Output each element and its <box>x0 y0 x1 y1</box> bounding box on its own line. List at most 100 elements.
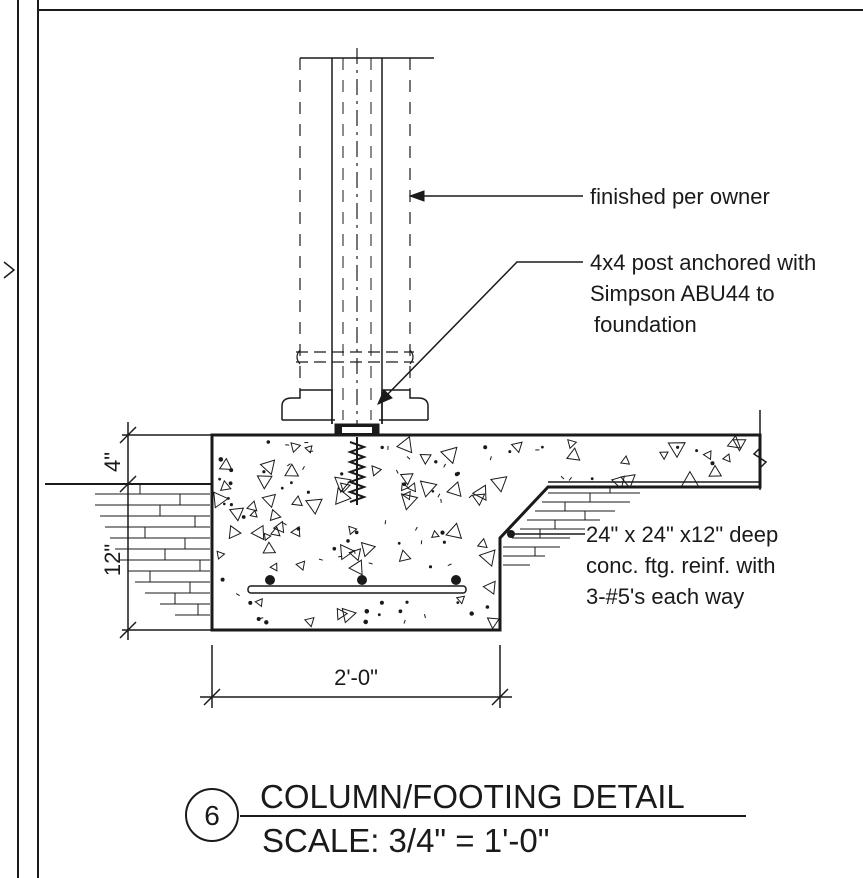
aggregate-stone <box>702 450 712 461</box>
aggregate-dot <box>377 613 381 617</box>
aggregate-dot <box>229 503 233 507</box>
aggregate-stone <box>262 541 277 554</box>
aggregate-dot <box>590 477 594 481</box>
aggregate-tick <box>403 619 406 624</box>
detail-number-bubble <box>185 788 239 842</box>
aggregate-stone <box>334 476 352 494</box>
aggregate-dot <box>541 445 544 449</box>
aggregate-stone <box>732 439 747 452</box>
aggregate-stone <box>510 441 523 454</box>
rebar-2 <box>357 575 367 585</box>
aggregate-tick <box>560 475 565 480</box>
aggregate-stone <box>339 482 351 494</box>
aggregate-tick <box>235 593 240 597</box>
aggregate-dot <box>676 445 680 449</box>
aggregate-dot <box>364 609 370 614</box>
aggregate-dot <box>508 450 512 454</box>
aggregate-stone <box>476 537 488 549</box>
rebar-3 <box>451 575 461 585</box>
aggregate-dot <box>346 539 350 543</box>
detail-title: COLUMN/FOOTING DETAIL <box>260 778 685 815</box>
aggregate-stone <box>216 550 226 560</box>
aggregate-stone <box>567 438 578 450</box>
aggregate-dot <box>431 490 435 493</box>
aggregate-stone <box>336 607 349 621</box>
aggregate-stone <box>619 454 631 465</box>
aggregate-stone <box>348 559 363 576</box>
aggregate-stone <box>261 493 277 509</box>
aggregate-stone <box>259 459 276 476</box>
aggregate-tick <box>468 494 473 499</box>
concrete-aggregate-pattern <box>213 435 747 630</box>
aggregate-dot <box>248 600 253 605</box>
detail-scale: SCALE: 3/4" = 1'-0" <box>262 822 549 859</box>
footing-note-line-3: 3-#5's each way <box>586 584 744 609</box>
aggregate-stone <box>398 549 412 562</box>
slab-thickness-dimension: 4" <box>100 452 125 472</box>
aggregate-dot <box>262 470 266 474</box>
aggregate-stone <box>269 526 281 537</box>
leader-lines <box>377 190 585 538</box>
aggregate-dot <box>296 527 301 531</box>
footing-note-line-2: conc. ftg. reinf. with <box>586 553 776 578</box>
aggregate-stone <box>419 480 438 498</box>
aggregate-tick <box>286 463 291 467</box>
aggregate-dot <box>363 619 369 625</box>
aggregate-stone <box>218 457 233 471</box>
aggregate-tick <box>259 617 264 620</box>
aggregate-stone <box>249 509 258 518</box>
detail-title-block: 6 COLUMN/FOOTING DETAIL SCALE: 3/4" = 1'… <box>185 778 746 859</box>
aggregate-stone <box>290 442 302 454</box>
aggregate-dot <box>379 600 384 605</box>
aggregate-tick <box>447 563 452 567</box>
aggregate-stone <box>395 435 413 454</box>
aggregate-stone <box>482 580 496 596</box>
aggregate-dot <box>454 472 459 477</box>
aggregate-stone <box>431 529 440 539</box>
aggregate-stone <box>680 470 700 487</box>
aggregate-stone <box>726 435 742 449</box>
aggregate-stone <box>360 541 377 558</box>
aggregate-stone <box>565 447 581 461</box>
aggregate-dot <box>405 600 409 604</box>
aggregate-dot <box>442 540 446 544</box>
aggregate-stone <box>455 595 466 605</box>
aggregate-stone <box>401 490 411 501</box>
reinforcing-bars <box>247 575 467 594</box>
aggregate-stone <box>219 479 232 492</box>
aggregate-tick <box>443 463 447 468</box>
anchor-bolt <box>347 437 367 505</box>
footing-width-dimension: 2'-0" <box>334 665 378 690</box>
aggregate-dot <box>332 546 337 551</box>
aggregate-dot <box>218 477 222 481</box>
aggregate-dot <box>398 609 403 614</box>
aggregate-dot <box>434 460 438 464</box>
aggregate-stone <box>246 500 258 512</box>
aggregate-dot <box>485 605 490 609</box>
aggregate-stone <box>471 484 487 501</box>
aggregate-stone <box>721 453 731 463</box>
aggregate-dot <box>469 611 474 616</box>
aggregate-stone <box>269 562 278 572</box>
dimension-lines <box>119 422 512 708</box>
aggregate-stone <box>439 446 458 465</box>
post-anchor-base <box>281 389 429 437</box>
footing-note-line-1: 24" x 24" x12" deep <box>586 522 778 547</box>
aggregate-dot <box>456 601 460 604</box>
aggregate-dot <box>264 620 269 625</box>
aggregate-tick <box>395 469 399 474</box>
post-leader <box>383 261 583 399</box>
aggregate-tick <box>368 562 373 565</box>
aggregate-stone <box>284 463 300 477</box>
aggregate-dot <box>695 449 699 453</box>
aggregate-stone <box>348 525 358 536</box>
aggregate-tick <box>406 456 411 460</box>
aggregate-stone <box>304 445 313 454</box>
aggregate-stone <box>419 453 432 466</box>
post-4x4 <box>296 48 434 424</box>
aggregate-tick <box>384 520 387 525</box>
aggregate-dot <box>340 472 344 476</box>
aggregate-stone <box>489 476 508 493</box>
aggregate-stone <box>610 475 625 490</box>
